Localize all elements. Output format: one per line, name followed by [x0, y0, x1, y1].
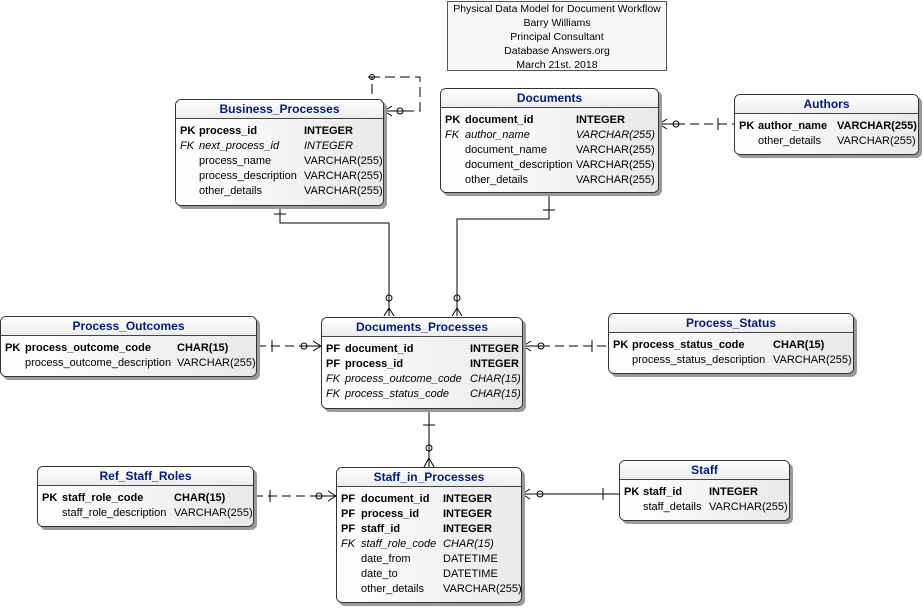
entity-staff[interactable]: Staff PK staff_id INTEGER staff_details … [619, 460, 790, 521]
attribute-row: PF staff_id INTEGER [341, 523, 492, 535]
attribute-row: PK document_id INTEGER [445, 114, 625, 126]
website-line: Database Answers.org [504, 45, 610, 57]
rel-ref-staff-roles-staff-in-processes [254, 490, 337, 502]
entity-title: Staff_in_Processes [337, 468, 521, 487]
attribute-row: PK staff_role_code CHAR(15) [42, 492, 226, 504]
entity-process-status[interactable]: Process_Status PK process_status_code CH… [608, 313, 854, 374]
attribute-row: process_status_description VARCHAR(255) [632, 354, 852, 366]
attribute-row: PF process_id INTEGER [326, 358, 519, 370]
entity-title: Staff [620, 461, 789, 480]
attribute-row: FK author_name VARCHAR(255) [445, 129, 655, 141]
attribute-row: PK process_id INTEGER [180, 125, 353, 137]
attribute-row: date_to DATETIME [361, 568, 498, 580]
diagram-title-block: Physical Data Model for Document Workflo… [447, 1, 667, 71]
entity-business-processes[interactable]: Business_Processes PK process_id INTEGER… [175, 99, 384, 206]
date-line: March 21st. 2018 [516, 59, 598, 71]
rel-process-outcomes-documents-processes [257, 340, 322, 352]
attribute-row: PF document_id INTEGER [326, 343, 519, 355]
author-line: Barry Williams [523, 17, 591, 29]
entity-documents[interactable]: Documents PK document_id INTEGER FK auth… [440, 88, 659, 193]
attribute-row: process_description VARCHAR(255) [199, 170, 383, 182]
attribute-row: PF document_id INTEGER [341, 493, 492, 505]
attribute-row: process_name VARCHAR(255) [199, 155, 383, 167]
rel-documents-processes-staff-in-processes [423, 409, 435, 468]
attribute-row: PK process_status_code CHAR(15) [613, 339, 825, 351]
rel-authors-documents [658, 118, 734, 130]
attribute-row: PF process_id INTEGER [341, 508, 492, 520]
rel-business-processes-self [368, 74, 421, 117]
attribute-row: other_details VARCHAR(255) [758, 135, 916, 147]
role-line: Principal Consultant [510, 31, 604, 43]
rel-documents-documents-processes [451, 193, 555, 317]
entity-authors[interactable]: Authors PK author_name VARCHAR(255) othe… [734, 94, 919, 155]
attribute-row: FK staff_role_code CHAR(15) [341, 538, 494, 550]
attribute-row: other_details VARCHAR(255) [199, 185, 383, 197]
rel-staff-staff-in-processes [521, 488, 619, 500]
attribute-row: process_outcome_description VARCHAR(255) [25, 357, 256, 369]
entity-process-outcomes[interactable]: Process_Outcomes PK process_outcome_code… [0, 316, 257, 377]
attribute-row: FK process_status_code CHAR(15) [326, 388, 521, 400]
attribute-row: other_details VARCHAR(255) [465, 174, 655, 186]
attribute-row: document_name VARCHAR(255) [465, 144, 655, 156]
entity-ref-staff-roles[interactable]: Ref_Staff_Roles PK staff_role_code CHAR(… [37, 466, 254, 527]
attribute-row: FK next_process_id INTEGER [180, 140, 353, 152]
entity-title: Process_Outcomes [1, 317, 256, 336]
attribute-row: PK process_outcome_code CHAR(15) [5, 342, 229, 354]
entity-title: Ref_Staff_Roles [38, 467, 253, 486]
entity-title: Documents_Processes [322, 318, 522, 337]
entity-title: Business_Processes [176, 100, 383, 119]
attribute-row: PK staff_id INTEGER [624, 486, 758, 498]
attribute-row: staff_role_description VARCHAR(255) [62, 507, 253, 519]
entity-staff-in-processes[interactable]: Staff_in_Processes PF document_id INTEGE… [336, 467, 522, 603]
attribute-row: other_details VARCHAR(255) [361, 583, 522, 595]
entity-title: Process_Status [609, 314, 853, 333]
entity-title: Documents [441, 89, 658, 108]
attribute-row: document_description VARCHAR(255) [465, 159, 655, 171]
attribute-row: date_from DATETIME [361, 553, 498, 565]
rel-business-processes-documents-processes [274, 206, 395, 317]
attribute-row: PK author_name VARCHAR(255) [739, 120, 917, 132]
entity-documents-processes[interactable]: Documents_Processes PF document_id INTEG… [321, 317, 523, 409]
attribute-row: FK process_outcome_code CHAR(15) [326, 373, 521, 385]
title-line: Physical Data Model for Document Workflo… [453, 3, 661, 15]
attribute-row: staff_details VARCHAR(255) [643, 501, 788, 513]
entity-title: Authors [735, 95, 918, 114]
rel-process-status-documents-processes [522, 340, 608, 352]
